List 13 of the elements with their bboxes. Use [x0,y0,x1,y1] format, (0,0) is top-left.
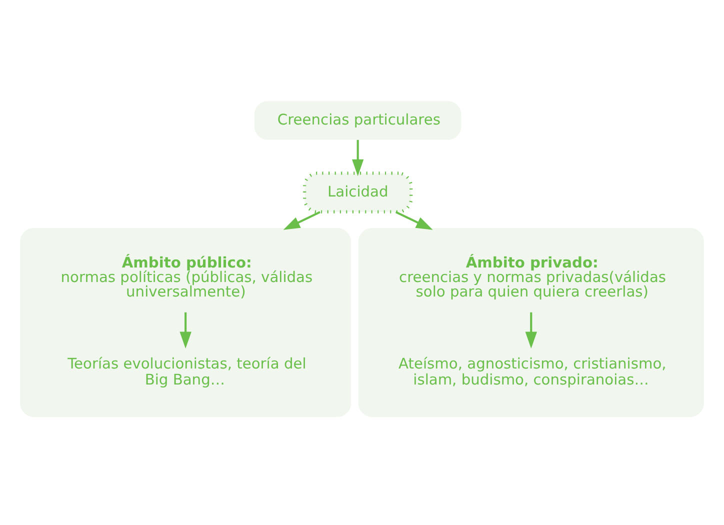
arrow [352,139,364,176]
arrow [395,210,433,230]
node-text: Teorías evolucionistas, teoría del Big Bang… [68,355,306,388]
arrow [283,210,320,230]
node-box: Laicidad [303,171,413,213]
arrow [180,312,192,348]
node-text: Ateísmo, agnosticismo, cristianismo, islam, budismo, conspiranoias… [398,355,666,388]
node-box: Creencias particulares [254,100,462,140]
cluster [358,228,704,416]
arrow [525,312,537,348]
node-text: Ámbito privado: creencias y normas privadas(válidas solo para quien quiera creerlas) [399,254,666,300]
cluster [20,228,352,416]
node-text: Ámbito público: normas políticas (públicas, válidas universalmente) [60,254,313,300]
